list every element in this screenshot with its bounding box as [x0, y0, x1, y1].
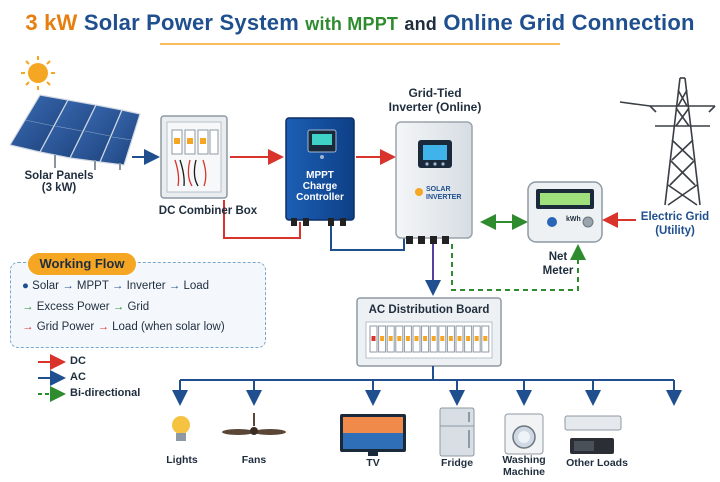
flow-note: (when solar low) [140, 321, 225, 333]
breaker-toggle [423, 336, 428, 341]
flow-mppt: MPPT [76, 280, 109, 292]
breaker-toggle [457, 336, 462, 341]
load-washing-2: Machine [502, 466, 545, 478]
load-fans: Fans [241, 454, 267, 466]
ceiling-fan-icon [222, 413, 286, 435]
breaker-toggle [483, 336, 488, 341]
meter-unit: kWh [566, 216, 581, 223]
washing-machine-icon [504, 413, 544, 455]
flow-inverter: Inverter [126, 280, 166, 292]
transmission-tower-icon [619, 77, 716, 206]
breaker-toggle [380, 336, 385, 341]
inverter-label-2: Inverter (Online) [388, 100, 482, 114]
television-icon [340, 414, 406, 456]
bidirectional-line [451, 244, 586, 291]
dc-combiner-box [160, 115, 228, 199]
breaker-toggle [414, 336, 419, 341]
grid-label: Electric Grid (Utility) [630, 210, 720, 238]
combiner-label: DC Combiner Box [158, 205, 258, 217]
mppt-label: MPPT Charge Controller [286, 170, 354, 203]
breaker-toggle [405, 336, 410, 341]
mppt-controller [285, 117, 355, 226]
legend-ac: AC [70, 371, 86, 383]
breaker-toggle [431, 336, 436, 341]
net-meter-label-1: Net [548, 251, 568, 263]
flow-grid: Grid [127, 301, 150, 313]
inverter-brand: SOLAR INVERTER [426, 186, 466, 202]
flow-solar: Solar [32, 280, 60, 292]
load-washing-1: Washing [502, 454, 546, 466]
title-mppt: with MPPT [305, 14, 399, 34]
grid-label-2: (Utility) [655, 225, 695, 237]
load-lights: Lights [166, 454, 198, 466]
flow-line-1: ● Solar → MPPT → Inverter → Load [22, 280, 210, 292]
distribution-label: AC Distribution Board [368, 304, 490, 316]
mppt-label-1: MPPT [306, 170, 334, 181]
other-loads-icon [564, 415, 622, 454]
load-washing: Washing Machine [484, 454, 564, 478]
mppt-label-3: Controller [296, 192, 344, 203]
breaker-toggle [466, 336, 471, 341]
ac-distribution-board [356, 297, 502, 367]
mppt-label-2: Charge [302, 181, 338, 192]
solar-panels-title: Solar Panels [24, 170, 94, 182]
working-flow-heading: Working Flow [28, 253, 136, 275]
solar-panels-icon [9, 94, 141, 170]
net-meter-label-2: Meter [542, 265, 574, 277]
breaker-toggle [397, 336, 402, 341]
net-meter [527, 181, 603, 243]
title-system: Solar Power System [83, 10, 299, 35]
title-power: 3 kW [25, 10, 78, 35]
load-drops [172, 380, 682, 406]
title-and: and [404, 14, 438, 34]
grid-tied-inverter [395, 121, 473, 244]
fridge-icon [439, 407, 475, 457]
legend-dc: DC [70, 355, 86, 367]
page-title: 3 kW Solar Power System with MPPT and On… [0, 10, 720, 36]
flow-line-3: → Grid Power → Load (when solar low) [22, 321, 225, 333]
flow-load-2: Load [112, 321, 138, 333]
flow-excess: Excess Power [36, 301, 110, 313]
title-grid: Online Grid Connection [443, 10, 695, 35]
legend-bidi: Bi-directional [70, 387, 141, 399]
net-meter-label: Net Meter [530, 250, 586, 278]
inverter-label: Grid-Tied Inverter (Online) [380, 86, 490, 114]
dc-return-line [223, 200, 301, 239]
flow-line-2: → Excess Power → Grid [22, 301, 150, 313]
solar-panels-label: Solar Panels (3 kW) [14, 170, 104, 194]
grid-label-1: Electric Grid [640, 211, 710, 223]
breaker-toggle [440, 336, 445, 341]
sun-icon [21, 56, 55, 90]
inverter-brand-1: SOLAR [426, 186, 451, 193]
load-fridge: Fridge [440, 457, 474, 469]
breaker-toggle [474, 336, 479, 341]
working-flow-panel [10, 262, 266, 348]
load-tv: TV [366, 457, 380, 469]
load-other: Other Loads [566, 457, 628, 469]
flow-grid-power: Grid Power [36, 321, 95, 333]
solar-panels-sub: (3 kW) [41, 182, 77, 194]
ac-link-line [330, 226, 405, 251]
light-bulb-icon [172, 416, 190, 441]
breaker-toggle [448, 336, 453, 341]
breaker-toggle [371, 336, 376, 341]
flow-load: Load [183, 280, 210, 292]
inverter-label-1: Grid-Tied [408, 86, 462, 100]
breaker-toggle [388, 336, 393, 341]
inverter-brand-2: INVERTER [426, 194, 462, 201]
